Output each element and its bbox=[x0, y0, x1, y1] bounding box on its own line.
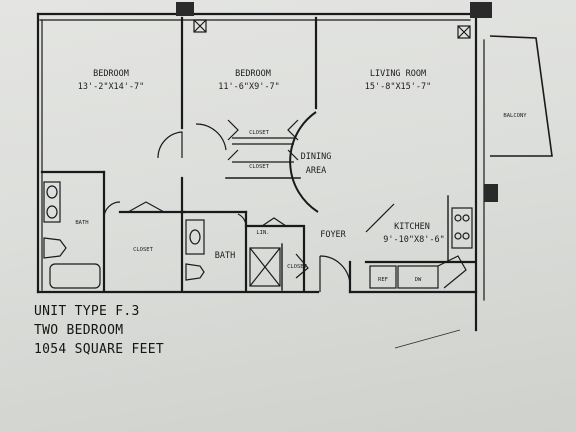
door-closet-b1 bbox=[127, 201, 165, 213]
column-top-right bbox=[470, 2, 492, 18]
kitchen-entry-arc bbox=[365, 203, 395, 233]
door-entry bbox=[319, 255, 351, 292]
bedroom2-label: BEDROOM bbox=[235, 69, 271, 79]
columns bbox=[176, 2, 498, 202]
closet-b1-label: CLOSET bbox=[133, 247, 154, 253]
foyer-label: FOYER bbox=[320, 230, 346, 240]
closet-b2a-label: CLOSET bbox=[249, 130, 270, 136]
kitchen-dims: 9'-10"X8'-6" bbox=[383, 235, 444, 245]
living-room-label: LIVING ROOM bbox=[370, 69, 426, 79]
door-bath2 bbox=[237, 213, 247, 229]
door-linen bbox=[261, 217, 287, 227]
hall-closet-label: CLOSET bbox=[287, 264, 308, 270]
balcony-label: BALCONY bbox=[503, 113, 527, 119]
closet-b2b-label: CLOSET bbox=[249, 164, 270, 170]
closet-b2-rods bbox=[232, 137, 294, 163]
linen-walls bbox=[244, 224, 306, 292]
door-bedroom2 bbox=[195, 123, 227, 151]
dining-label-line1: DINING bbox=[301, 152, 332, 162]
square-feet-caption: 1054 SQUARE FEET bbox=[34, 342, 165, 357]
bath2-fixtures bbox=[185, 219, 281, 287]
linen-label: LIN. bbox=[256, 230, 269, 236]
bedroom1-dims: 13'-2"X14'-7" bbox=[78, 82, 145, 92]
kitchen-label: KITCHEN bbox=[394, 222, 430, 232]
duct-box-right bbox=[457, 25, 471, 39]
bedroom1-label: BEDROOM bbox=[93, 69, 129, 79]
closet-b2-bifold-right bbox=[287, 119, 299, 161]
bath2-label: BATH bbox=[215, 251, 235, 261]
column-right bbox=[484, 184, 498, 202]
door-bath1 bbox=[103, 201, 121, 219]
unit-type-caption: UNIT TYPE F.3 bbox=[34, 304, 140, 319]
bedroom-count-caption: TWO BEDROOM bbox=[34, 323, 124, 338]
ref-label: REF bbox=[378, 277, 388, 283]
bedroom2-dims: 11'-6"X9'-7" bbox=[218, 82, 279, 92]
door-bedroom1 bbox=[157, 131, 183, 159]
closet-b2-bifold-left bbox=[227, 119, 239, 161]
column-top-left bbox=[176, 2, 194, 16]
pen-mark bbox=[394, 329, 461, 349]
dining-curve-wall bbox=[289, 111, 319, 213]
dining-label-line2: AREA bbox=[306, 166, 326, 176]
bath1-label: BATH bbox=[75, 220, 88, 226]
kitchen-fixtures bbox=[369, 207, 473, 289]
bath1-fixtures bbox=[43, 181, 101, 289]
balcony bbox=[489, 35, 553, 157]
duct-box-left bbox=[193, 19, 207, 33]
door-hall-closet bbox=[295, 253, 309, 279]
dw-label: DW bbox=[415, 277, 422, 283]
living-room-dims: 15'-8"X15'-7" bbox=[365, 82, 432, 92]
